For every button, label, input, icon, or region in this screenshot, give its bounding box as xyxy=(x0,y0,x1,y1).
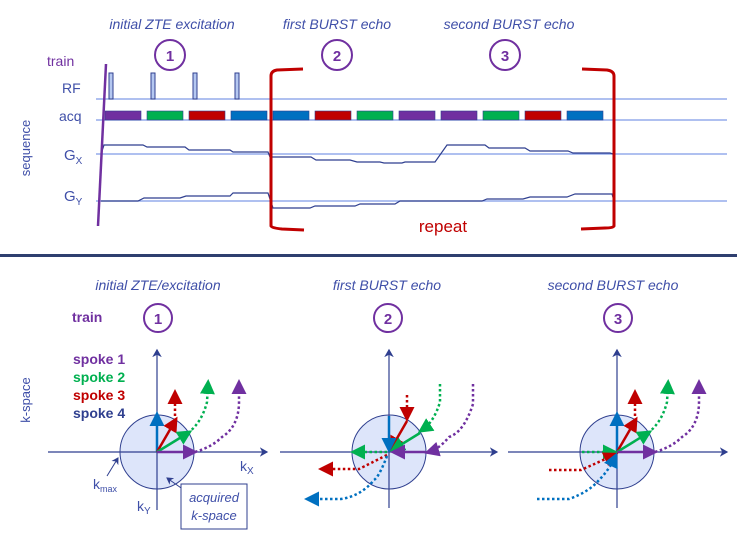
spoke-2-path xyxy=(647,379,675,434)
kspace-badge-1: 1 xyxy=(143,303,173,333)
spoke-3-echo xyxy=(549,452,619,472)
acq-block xyxy=(230,110,268,121)
spoke-4-echo xyxy=(537,452,618,501)
rf-pulse xyxy=(150,72,156,100)
acq-block xyxy=(356,110,394,121)
phase-title-3: second BURST echo xyxy=(444,16,575,32)
rf-pulse xyxy=(234,72,240,100)
spoke-2-path xyxy=(417,384,442,433)
kspace-label: k-space xyxy=(18,377,33,423)
section-divider xyxy=(0,254,737,257)
kspace-number-1: 1 xyxy=(154,311,162,328)
kspace-badge-3: 3 xyxy=(603,303,633,333)
acq-block xyxy=(188,110,226,121)
spoke-1-path xyxy=(194,379,247,454)
rf-pulse xyxy=(108,72,114,100)
ky-label: kY xyxy=(137,498,151,517)
acq-block xyxy=(440,110,478,121)
spoke-2-path xyxy=(187,379,215,434)
train-row-label: train xyxy=(47,53,74,69)
spoke-3-echo xyxy=(318,453,388,477)
legend-spoke-2: spoke 2 xyxy=(73,369,125,385)
acq-block xyxy=(104,110,142,121)
kspace-train-label: train xyxy=(72,309,102,325)
spoke-2-solid xyxy=(616,430,653,454)
acq-block xyxy=(524,110,562,121)
legend-spoke-3: spoke 3 xyxy=(73,387,125,403)
spoke-3-solid xyxy=(615,416,638,453)
repeat-label: repeat xyxy=(419,217,467,236)
kspace-badge-2: 2 xyxy=(373,303,403,333)
spoke-2-solid xyxy=(156,430,193,454)
acq-block xyxy=(482,110,520,121)
acq-block xyxy=(566,110,604,121)
acq-row-label: acq xyxy=(59,108,82,124)
acquired-label-line1: acquired xyxy=(189,490,240,505)
kspace-panel-title-3: second BURST echo xyxy=(548,277,679,293)
acquired-kspace-box xyxy=(180,483,248,530)
kmax-label: kmax xyxy=(93,476,118,494)
sequence-label: sequence xyxy=(18,120,33,176)
acq-block xyxy=(146,110,184,121)
phase-number-3: 3 xyxy=(501,48,509,65)
acq-block xyxy=(314,110,352,121)
spoke-1-path xyxy=(424,384,475,457)
phase-number-2: 2 xyxy=(333,48,341,65)
gx-waveform xyxy=(100,144,614,164)
kspace-panel-2 xyxy=(280,348,499,508)
rf-row-label: RF xyxy=(62,80,81,96)
legend-spoke-4: spoke 4 xyxy=(73,405,125,421)
kmax-pointer xyxy=(106,457,119,477)
gx-row-label: GX xyxy=(64,147,83,167)
repeat-bracket-left xyxy=(269,67,305,232)
kspace-panel-3 xyxy=(508,348,729,508)
train-start-marker xyxy=(96,63,108,227)
kspace-section: k-space initial ZTE/excitation first BUR… xyxy=(18,277,729,530)
kspace-number-3: 3 xyxy=(614,311,622,328)
spoke-4-echo xyxy=(304,455,389,507)
phase-title-2: first BURST echo xyxy=(283,16,391,32)
gy-waveform xyxy=(101,192,615,209)
rf-pulses xyxy=(108,72,240,100)
gy-row-label: GY xyxy=(64,188,83,208)
acq-block xyxy=(272,110,310,121)
acq-block xyxy=(398,110,436,121)
acquired-label-line2: k-space xyxy=(191,508,237,523)
phase-badge-1: 1 xyxy=(154,39,186,71)
legend-spoke-1: spoke 1 xyxy=(73,351,125,367)
kspace-panel-1: kX kY kmax acquired k-space xyxy=(48,348,269,530)
kx-label: kX xyxy=(240,458,254,477)
repeat-bracket-right xyxy=(580,67,616,231)
spoke-3-solid xyxy=(155,416,178,453)
spoke-1-path xyxy=(654,379,707,454)
phase-badge-3: 3 xyxy=(489,39,521,71)
acq-blocks xyxy=(104,110,604,121)
kspace-panel-title-2: first BURST echo xyxy=(333,277,441,293)
phase-number-1: 1 xyxy=(166,48,174,65)
rf-pulse xyxy=(192,72,198,100)
phase-title-1: initial ZTE excitation xyxy=(109,16,234,32)
kspace-panel-title-1: initial ZTE/excitation xyxy=(95,277,220,293)
sequence-section: sequence initial ZTE excitation first BU… xyxy=(18,16,727,236)
kspace-number-2: 2 xyxy=(384,311,392,328)
phase-badge-2: 2 xyxy=(321,39,353,71)
